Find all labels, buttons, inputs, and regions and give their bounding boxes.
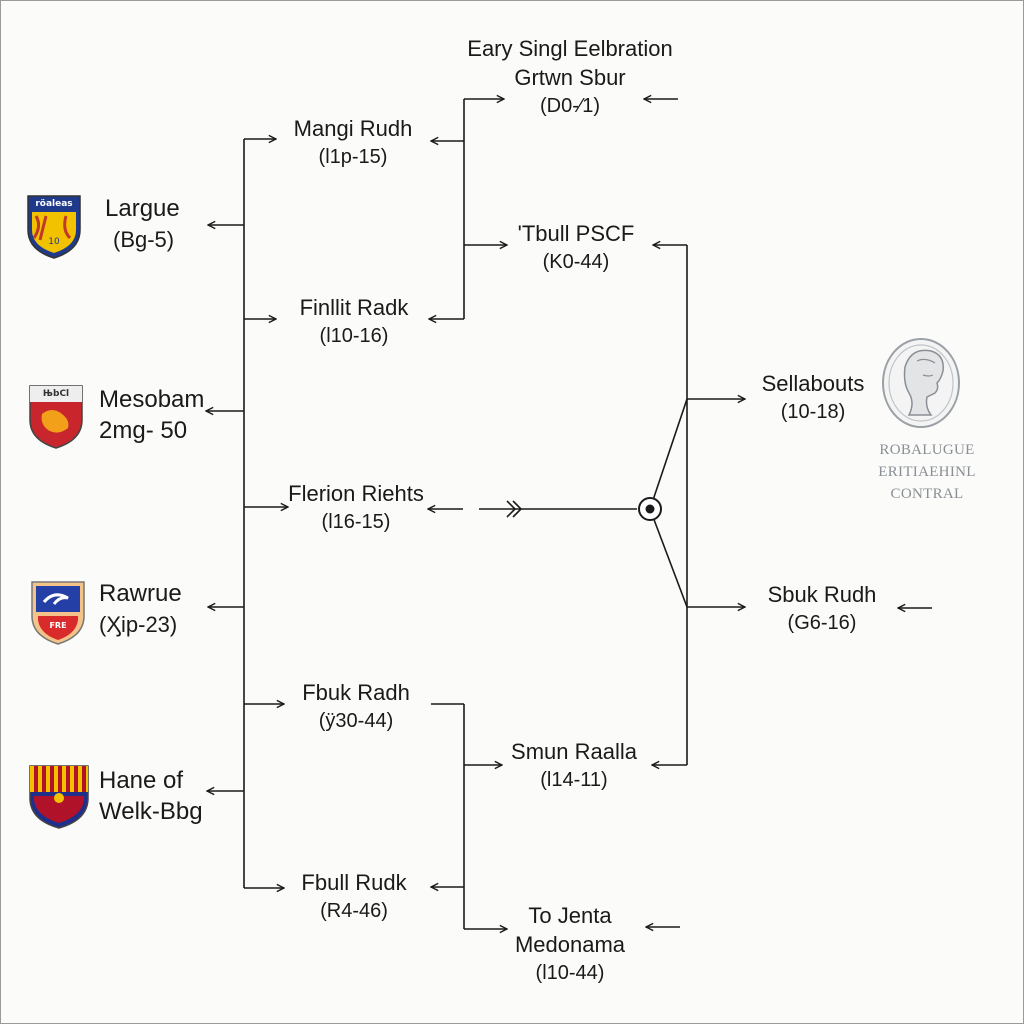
trophy-caption: ROBALUGUE ERITIAEHINL CONTRAL: [877, 439, 977, 505]
match-name: Eary Singl Eelbration: [467, 36, 673, 61]
svg-text:10: 10: [48, 237, 60, 247]
match-name: Sellabouts: [761, 371, 865, 396]
match-record: (ӱ30-44): [318, 710, 394, 732]
team-entry: Largue (Bg-5): [105, 193, 180, 255]
match-name: Sbuk Rudh: [767, 582, 877, 607]
hub-double-chevron: [506, 500, 523, 518]
team-name: Hane of: [99, 767, 184, 794]
match-name-line2: Grtwn Sbur: [514, 65, 626, 90]
hub-line-down: [649, 508, 688, 608]
match-record: (D0-⁄1): [539, 95, 601, 117]
match-node[interactable]: To Jenta Medonama (l10-44): [515, 901, 625, 988]
team-name: Largue: [105, 195, 180, 222]
match-name: To Jenta: [528, 903, 612, 928]
match-record: (l10-16): [319, 325, 389, 347]
match-record: (10-18): [780, 401, 846, 423]
wave-crest-icon: FRE: [30, 580, 86, 646]
match-node[interactable]: Flerion Riehts (l16-15): [288, 479, 424, 537]
crest-text: röaleas: [35, 199, 73, 209]
team-entry: Rawrue (Ӽip-23): [99, 578, 182, 640]
trophy-emblem: ROBALUGUE ERITIAEHINL CONTRAL: [877, 331, 977, 511]
final-node[interactable]: Sbuk Rudh (G6-16): [768, 580, 877, 638]
trophy-caption-line: ROBALUGUE: [879, 442, 975, 458]
team-name-line2: Welk-Bbg: [99, 798, 203, 825]
match-name: Fbull Rudk: [301, 870, 407, 895]
match-name: Smun Raalla: [511, 739, 637, 764]
crest-text: FRE: [49, 621, 67, 630]
team-record: 2mg- 50: [99, 417, 188, 444]
match-record: (l10-44): [535, 962, 605, 984]
trophy-caption-line: CONTRAL: [890, 486, 964, 502]
team-record: (Ӽip-23): [99, 612, 178, 637]
trophy-caption-line: ERITIAEHINL: [878, 464, 976, 480]
match-record: (l16-15): [321, 511, 391, 533]
match-record: (K0-44): [542, 251, 610, 273]
dragon-crest-icon: ЊbCl: [28, 384, 84, 450]
match-node[interactable]: Fbull Rudk (R4-46): [301, 868, 406, 926]
hub-line-up: [649, 398, 688, 510]
match-node[interactable]: Fbuk Radh (ӱ30-44): [302, 678, 410, 736]
match-name: Mangi Rudh: [293, 116, 413, 141]
match-record: (G6-16): [787, 612, 857, 634]
team-entry: Mesobam 2mg- 50: [99, 384, 204, 446]
center-hub-dot: [645, 504, 655, 514]
match-name: 'Tbull PSCF: [517, 221, 635, 246]
crest-text: ЊbCl: [42, 389, 70, 399]
match-name-line2: Medonama: [514, 932, 626, 957]
match-node[interactable]: 'Tbull PSCF (K0-44): [518, 219, 635, 277]
team-name: Rawrue: [99, 580, 182, 607]
bust-trophy-icon: [882, 338, 960, 428]
match-record: (l1p-15): [318, 146, 388, 168]
match-node[interactable]: Smun Raalla (l14-11): [511, 737, 637, 795]
match-name: Fbuk Radh: [302, 680, 410, 705]
match-node[interactable]: Finllit Radk (l10-16): [300, 293, 409, 351]
team-name: Mesobam: [99, 386, 205, 413]
match-node[interactable]: Mangi Rudh (l1p-15): [294, 114, 413, 172]
final-node[interactable]: Sellabouts (10-18): [762, 369, 865, 427]
match-node[interactable]: Eary Singl Eelbration Grtwn Sbur (D0-⁄1): [467, 34, 672, 121]
team-record: (Bg-5): [113, 227, 175, 252]
match-name: Finllit Radk: [299, 295, 409, 320]
team-entry: Hane of Welk-Bbg: [99, 765, 203, 827]
striped-crest-icon: [28, 764, 90, 830]
match-record: (R4-46): [320, 900, 388, 922]
match-record: (l14-11): [540, 769, 608, 791]
match-name: Flerion Riehts: [288, 481, 424, 506]
shield-crest-icon: 10 röaleas: [26, 194, 82, 260]
